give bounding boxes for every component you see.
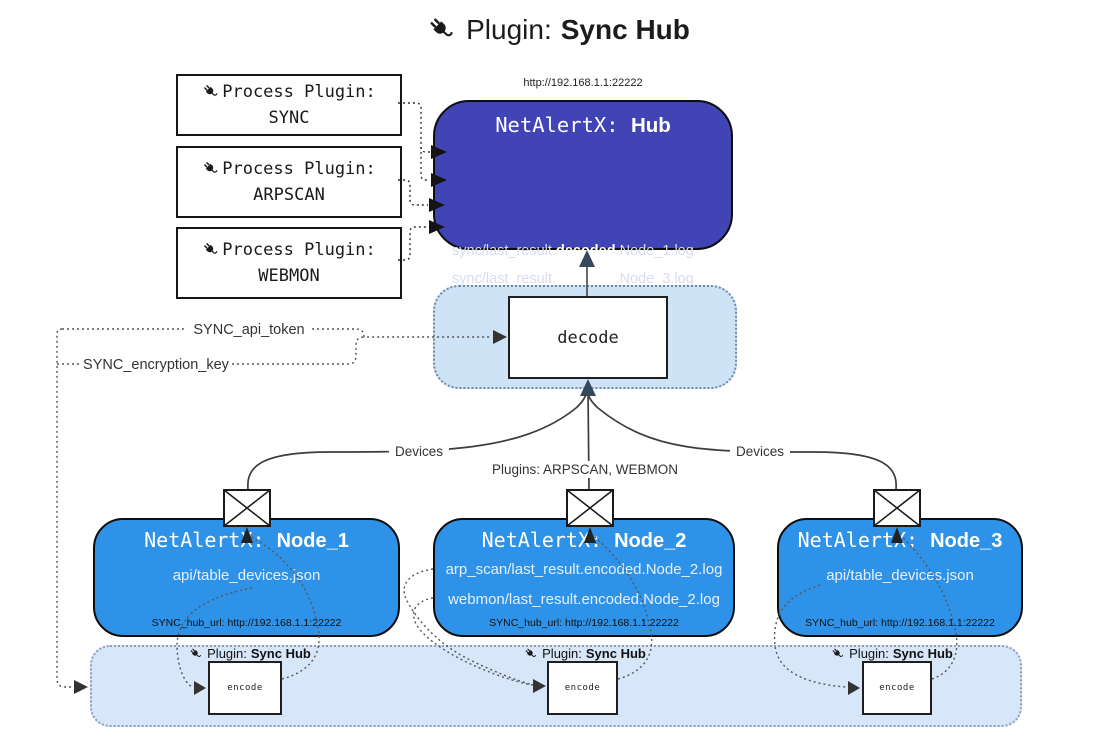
arrow-into-bar-icon — [74, 680, 88, 694]
sync-encryption-key-label: SYNC_encryption_key — [83, 357, 230, 373]
node-file: webmon/last_result.encoded.Node_2.log — [448, 591, 720, 608]
encode-box: encode — [208, 661, 282, 715]
hub-log-line: sync/last_result.decoded.Node_1.log — [452, 243, 694, 259]
plug-icon — [430, 18, 453, 37]
devices-label-left: Devices — [395, 444, 443, 459]
node-3-box: NetAlertX: Node_3 api/table_devices.json… — [777, 518, 1023, 637]
process-plugin-arpscan-box: Process Plugin: ARPSCAN — [176, 146, 402, 218]
plug-icon — [204, 242, 218, 254]
title-name: Sync Hub — [560, 14, 690, 45]
node-title: NetAlertX: Node_1 — [144, 528, 349, 552]
node-1-box: NetAlertX: Node_1 api/table_devices.json… — [93, 518, 400, 637]
encode-box: encode — [862, 661, 932, 715]
process-plugin-label: Process Plugin: — [222, 81, 376, 102]
plug-icon — [204, 161, 218, 173]
title-label: Plugin: — [466, 14, 552, 45]
encoder-plugin-label: Plugin:Sync Hub — [782, 646, 1002, 661]
process-plugin-sync-box: Process Plugin: SYNC — [176, 74, 402, 136]
node-hub-url: SYNC_hub_url: http://192.168.1.1:22222 — [489, 617, 679, 629]
process-plugin-label: Process Plugin: — [222, 158, 376, 179]
node-title: NetAlertX: Node_2 — [481, 528, 687, 552]
process-plugin-label: Process Plugin: — [222, 239, 376, 260]
node-file: api/table_devices.json — [826, 567, 974, 584]
plug-icon — [525, 648, 537, 657]
hub-box: NetAlertX: Hub sync/last_result.decoded.… — [433, 100, 733, 334]
node-hub-url: SYNC_hub_url: http://192.168.1.1:22222 — [151, 617, 342, 629]
encode-box: encode — [547, 661, 618, 715]
process-plugin-name: WEBMON — [258, 266, 320, 286]
node-file: arp_scan/last_result.encoded.Node_2.log — [445, 561, 723, 578]
hub-log-line: sync/last_result.decoded.Node_3.log — [452, 271, 694, 287]
encoder-plugin-label: Plugin:Sync Hub — [140, 646, 360, 661]
plugins-label: Plugins: ARPSCAN, WEBMON — [492, 462, 678, 477]
encoder-plugin-label: Plugin:Sync Hub — [475, 646, 695, 661]
process-plugin-webmon-box: Process Plugin: WEBMON — [176, 227, 402, 299]
node-to-decode-edges — [247, 389, 897, 490]
plugin-to-hub-edges — [398, 102, 430, 261]
page-title: Plugin: Sync Hub — [0, 14, 1117, 46]
process-plugin-name: SYNC — [268, 108, 310, 128]
decode-box: decode — [508, 296, 668, 379]
node-hub-url: SYNC_hub_url: http://192.168.1.1:22222 — [805, 617, 995, 629]
node-title: NetAlertX: Node_3 — [797, 528, 1003, 552]
hub-title-name: Hub — [630, 114, 671, 137]
node-2-box: NetAlertX: Node_2 arp_scan/last_result.e… — [433, 518, 735, 637]
node-file: api/table_devices.json — [172, 567, 321, 584]
hub-title: NetAlertX: Hub — [435, 113, 731, 138]
devices-label-right: Devices — [736, 444, 784, 459]
hub-url: http://192.168.1.1:22222 — [523, 77, 643, 89]
plug-icon — [204, 84, 218, 96]
process-plugin-name: ARPSCAN — [253, 185, 325, 205]
plug-icon — [832, 648, 844, 657]
plug-icon — [190, 648, 202, 657]
sync-api-token-label: SYNC_api_token — [193, 322, 304, 338]
hub-title-label: NetAlertX: — [495, 113, 631, 137]
